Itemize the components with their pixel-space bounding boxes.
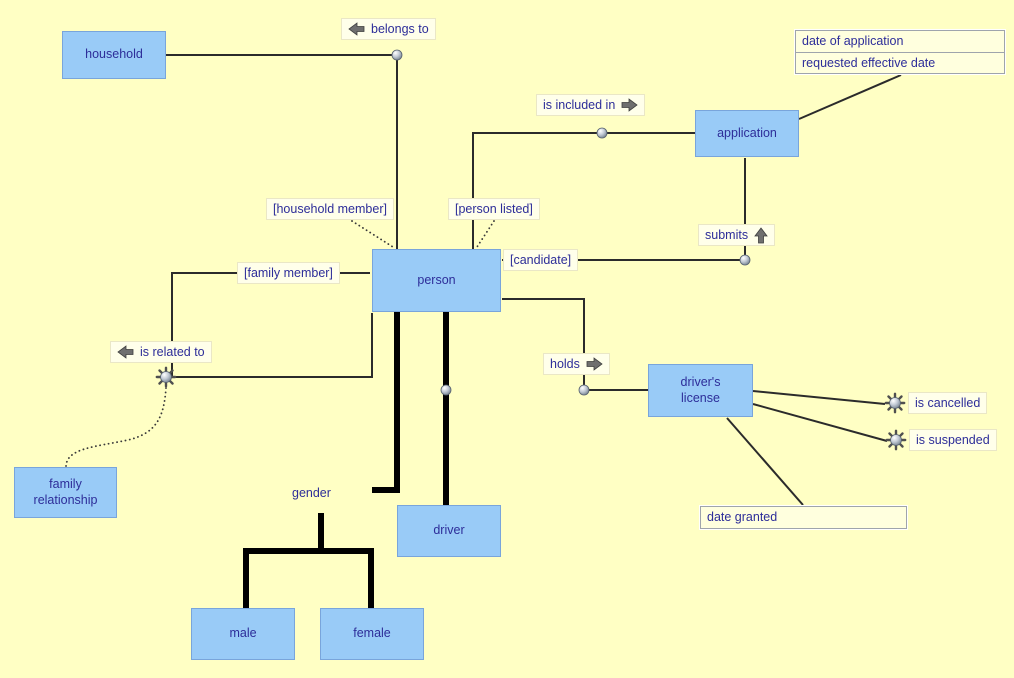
label-candidate-text: [candidate] xyxy=(510,253,572,267)
label-candidate[interactable]: [candidate] xyxy=(503,249,579,271)
label-is-cancelled-text: is cancelled xyxy=(915,396,981,410)
entity-application[interactable]: application xyxy=(695,110,799,157)
entity-male-label: male xyxy=(229,626,257,641)
arrow-right-icon xyxy=(586,357,603,371)
label-is-related-to-text: is related to xyxy=(140,345,205,359)
sun-marker-icon[interactable] xyxy=(884,392,906,414)
label-holds[interactable]: holds xyxy=(543,353,610,375)
label-submits[interactable]: submits xyxy=(698,224,776,246)
arrow-left-icon xyxy=(117,345,134,359)
entity-person-label: person xyxy=(417,272,456,287)
entity-driver-label: driver xyxy=(433,523,465,538)
arrow-left-icon xyxy=(348,22,365,36)
entity-family-relationship[interactable]: family relationship xyxy=(14,467,117,518)
label-belongs-to[interactable]: belongs to xyxy=(341,18,436,40)
dotted-leader-lines xyxy=(65,220,495,468)
connector-sphere-icon[interactable] xyxy=(739,254,751,266)
label-person-listed-text: [person listed] xyxy=(455,202,533,216)
label-is-suspended[interactable]: is suspended xyxy=(909,429,997,451)
label-holds-text: holds xyxy=(550,357,580,371)
entity-driver[interactable]: driver xyxy=(397,505,501,557)
label-is-cancelled[interactable]: is cancelled xyxy=(908,392,988,414)
entity-family-relationship-label: family relationship xyxy=(33,476,98,507)
entity-drivers-license-label: driver's license xyxy=(680,374,721,405)
attribute-date-of-application[interactable]: date of application xyxy=(802,34,904,48)
entity-household-label: household xyxy=(85,47,143,62)
label-submits-text: submits xyxy=(705,228,749,242)
label-gender[interactable]: gender xyxy=(292,486,331,500)
subtype-lines xyxy=(243,312,449,608)
entity-male[interactable]: male xyxy=(191,608,295,660)
attribute-box-drivers-license[interactable]: date granted xyxy=(700,506,907,529)
attribute-date-granted[interactable]: date granted xyxy=(707,510,778,524)
entity-female[interactable]: female xyxy=(320,608,424,660)
label-gender-text: gender xyxy=(292,486,331,500)
label-family-member-text: [family member] xyxy=(244,266,333,280)
entity-household[interactable]: household xyxy=(62,31,166,79)
connector-sphere-icon[interactable] xyxy=(391,49,403,61)
label-is-suspended-text: is suspended xyxy=(916,433,990,447)
arrow-up-icon xyxy=(754,226,768,243)
label-is-related-to[interactable]: is related to xyxy=(110,341,212,363)
entity-application-label: application xyxy=(717,125,777,140)
attribute-box-application[interactable]: date of application requested effective … xyxy=(795,30,1005,74)
label-family-member[interactable]: [family member] xyxy=(237,262,340,284)
entity-female-label: female xyxy=(353,626,391,641)
label-person-listed[interactable]: [person listed] xyxy=(448,198,540,220)
sun-marker-icon[interactable] xyxy=(885,429,907,451)
connector-sphere-icon[interactable] xyxy=(440,384,452,396)
entity-person[interactable]: person xyxy=(372,249,501,312)
label-household-member[interactable]: [household member] xyxy=(266,198,394,220)
connector-sphere-icon[interactable] xyxy=(578,384,590,396)
connector-sphere-icon[interactable] xyxy=(596,127,608,139)
attribute-requested-effective-date[interactable]: requested effective date xyxy=(796,52,1004,73)
label-belongs-to-text: belongs to xyxy=(371,22,429,36)
arrow-right-icon xyxy=(621,98,638,112)
label-is-included-in-text: is included in xyxy=(543,98,616,112)
label-is-included-in[interactable]: is included in xyxy=(536,94,646,116)
label-household-member-text: [household member] xyxy=(273,202,387,216)
sun-marker-icon[interactable] xyxy=(155,366,177,388)
entity-drivers-license[interactable]: driver's license xyxy=(648,364,753,417)
